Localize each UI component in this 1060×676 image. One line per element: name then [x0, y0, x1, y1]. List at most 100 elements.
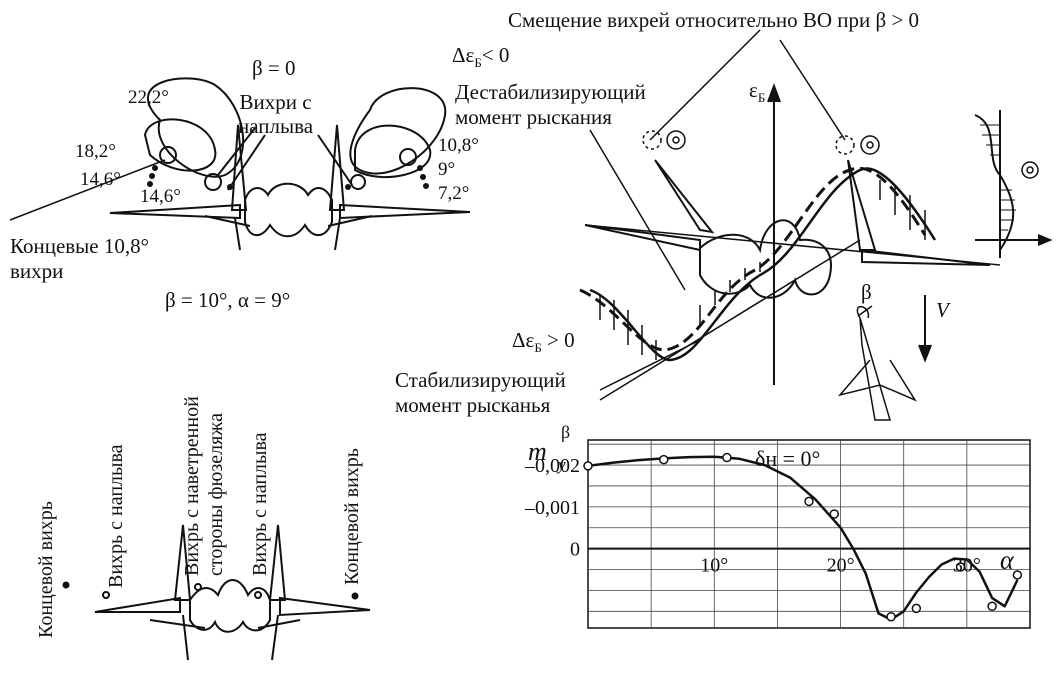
- stab-sign: ΔεБ > 0: [512, 328, 575, 356]
- angle-14-6-a: 14,6°: [80, 169, 121, 190]
- left-wing: [109, 203, 241, 220]
- fuselage: [244, 182, 333, 238]
- shift-header: Смещение вихрей относительно ВО при β > …: [508, 8, 920, 32]
- data-point-3: [722, 452, 732, 463]
- bl-left-stab: [149, 619, 206, 629]
- destab-line-1: Дестабилизирующий: [455, 80, 646, 104]
- destab-sign: ΔεБ< 0: [452, 43, 510, 71]
- lex-vortices-line-1: Вихри с: [239, 90, 312, 114]
- bl-right-tail: [271, 614, 279, 661]
- chart-frame: [587, 439, 1031, 629]
- right-vortex-inner-loop: [354, 124, 432, 178]
- angle-22-2: 22,2°: [128, 87, 169, 108]
- x-axis-label: α: [1000, 546, 1015, 575]
- y-tick-label-3: 0: [570, 539, 580, 561]
- bl-right-fin: [268, 524, 287, 601]
- y-tick-label-2: –0,001: [524, 497, 580, 519]
- bl-left-wing: [94, 596, 181, 613]
- bl-tip-vortex-right: [351, 592, 359, 600]
- fuselage-vortex-line-2: стороны фюзеляжа: [205, 412, 227, 576]
- data-point-5: [829, 509, 840, 519]
- angle-14-6-b: 14,6°: [140, 186, 181, 207]
- label-lex-vortex-left: Вихрь с наплыва: [105, 444, 127, 588]
- label-tip-vortex-right: Концевой вихрь: [341, 448, 363, 585]
- tip-leader: [9, 159, 166, 221]
- fuselage-vortex-line-1: Вихрь с наветренной: [181, 396, 203, 576]
- chart-title: δн = 0°: [755, 446, 820, 471]
- y-tick-label-1: –0,002: [524, 455, 580, 477]
- top-left-dots: [147, 165, 429, 190]
- left-vortex-outer-loop: [146, 77, 245, 178]
- bl-fuselage-vortex: [194, 583, 202, 591]
- tip-vortices-line-1: Концевые 10,8°: [10, 234, 150, 258]
- data-point-2: [659, 454, 669, 465]
- bl-right-wing: [279, 596, 371, 617]
- x-tick-label-3: 30°: [953, 555, 981, 577]
- lex-leader-left: [227, 134, 266, 191]
- bottom-left-aircraft: [94, 524, 371, 661]
- profile-curve: [974, 114, 1015, 251]
- leader-destab: [589, 129, 686, 291]
- bl-right-stab: [257, 619, 301, 629]
- x-tick-label-1: 10°: [700, 555, 728, 577]
- skewed-fuselage: [699, 219, 832, 299]
- profile-hatch: [980, 124, 1016, 231]
- lex-leader-right: [317, 134, 353, 186]
- eps-axis-arrow: [767, 83, 781, 103]
- angle-18-2: 18,2°: [75, 141, 116, 162]
- y-axis-label-sup: β: [561, 422, 570, 442]
- bl-fuselage: [189, 579, 271, 633]
- right-vortex-core: [399, 148, 417, 166]
- skewed-fin-left: [654, 159, 715, 234]
- left-vortex-core: [159, 146, 177, 164]
- stab-line-2: момент рысканья: [395, 393, 551, 418]
- sidewash-arrows: [599, 180, 926, 360]
- data-point-4: [804, 496, 814, 507]
- lex-vortices-line-2: наплыва: [238, 114, 314, 139]
- condition-label: β = 10°, α = 9°: [165, 288, 291, 312]
- right-lex-vortex-core: [350, 174, 366, 190]
- bl-left-tail: [182, 614, 189, 661]
- data-point-6: [886, 611, 896, 622]
- data-point-8: [955, 562, 966, 572]
- rotation-icons: [642, 130, 1039, 179]
- shifted-curve: [579, 166, 927, 352]
- destab-line-2: момент рыскания: [455, 105, 612, 130]
- beta-zero-label: β = 0: [252, 56, 296, 80]
- data-point-1: [583, 461, 593, 471]
- small-aircraft-icon: [837, 305, 917, 421]
- series-line: [587, 455, 1019, 621]
- tip-vortices-line-2: вихри: [10, 259, 64, 284]
- bl-lex-vortex-left: [102, 591, 110, 599]
- stab-line-1: Стабилизирующий: [395, 368, 566, 392]
- leader-stab: [599, 239, 861, 401]
- profile-arrowhead: [1037, 234, 1053, 246]
- left-lex-vortex-core: [204, 173, 222, 191]
- left-stab: [204, 215, 251, 227]
- bl-dots: [62, 581, 359, 600]
- left-vortex-inner-loop: [143, 118, 217, 172]
- leader-stab2: [599, 339, 701, 391]
- top-right-diagram: [579, 29, 1053, 421]
- sidewash-curve: [589, 167, 937, 362]
- label-lex-vortex-right: Вихрь с наплыва: [249, 432, 271, 576]
- beta-label: β: [861, 280, 872, 304]
- angle-9: 9°: [438, 159, 456, 180]
- lex-leader-left-2: [217, 127, 256, 176]
- velocity-label: V: [936, 298, 949, 322]
- eps-axis-label: εБ: [749, 78, 766, 106]
- top-left-aircraft: [9, 77, 471, 251]
- angle-7-2: 7,2°: [438, 183, 470, 204]
- x-tick-label-2: 20°: [827, 555, 855, 577]
- data-point-7: [911, 603, 922, 614]
- angle-10-8: 10,8°: [438, 135, 479, 156]
- label-tip-vortex-left: Концевой вихрь: [35, 501, 57, 638]
- data-point-10: [1012, 570, 1023, 580]
- skewed-wing-right: [861, 248, 991, 266]
